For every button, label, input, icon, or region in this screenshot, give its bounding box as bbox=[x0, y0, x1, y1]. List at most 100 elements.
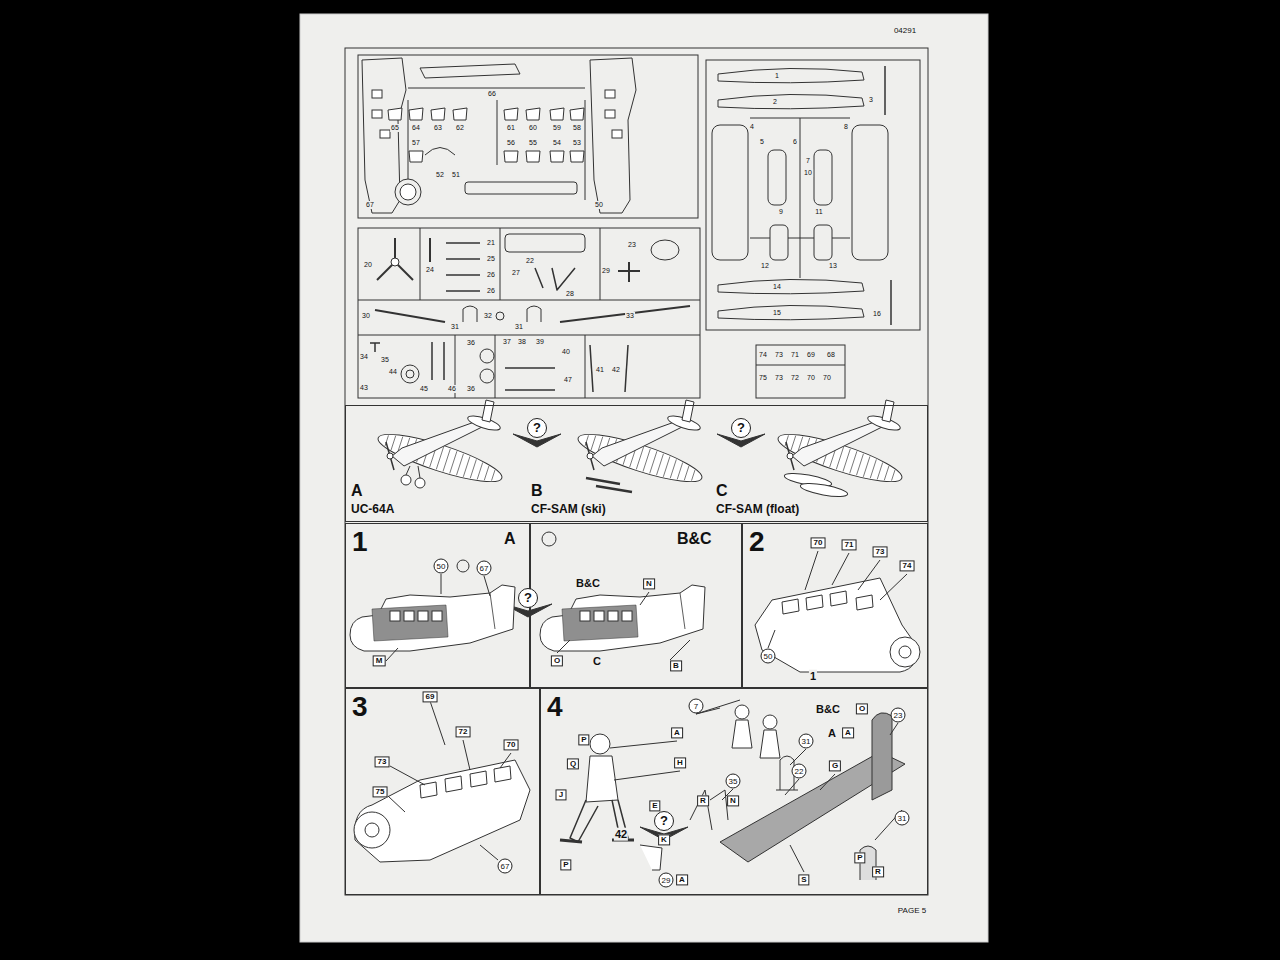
line-art bbox=[386, 442, 394, 470]
part-number: 73 bbox=[774, 374, 784, 382]
part-number: 75 bbox=[758, 374, 768, 382]
line-art bbox=[814, 225, 832, 260]
line-art bbox=[718, 94, 864, 108]
option-mark: ? bbox=[654, 811, 674, 831]
line-art bbox=[463, 740, 470, 770]
line-art bbox=[386, 648, 398, 661]
part-number: 26 bbox=[486, 271, 496, 279]
step-number: 2 bbox=[749, 526, 765, 558]
line-art bbox=[441, 574, 442, 594]
line-art bbox=[750, 238, 850, 239]
line-art bbox=[463, 306, 477, 322]
line-art bbox=[756, 345, 845, 398]
line-art bbox=[622, 611, 632, 621]
part-number: 3 bbox=[868, 96, 874, 104]
part-number: 35 bbox=[380, 356, 390, 364]
line-art bbox=[856, 454, 863, 475]
callout-text: 1 bbox=[809, 670, 817, 683]
line-art bbox=[800, 118, 801, 278]
line-art bbox=[843, 449, 850, 472]
line-art bbox=[354, 812, 390, 848]
step-panel: 4 bbox=[540, 688, 928, 895]
line-art bbox=[656, 454, 663, 475]
panel-heading: B&C bbox=[677, 530, 712, 548]
line-art bbox=[636, 447, 643, 470]
line-art bbox=[625, 345, 628, 392]
line-art bbox=[890, 723, 898, 735]
callout-text: B&C bbox=[815, 703, 841, 716]
line-art bbox=[505, 367, 555, 369]
part-number: 50 bbox=[594, 201, 604, 209]
line-art bbox=[431, 342, 433, 380]
line-art bbox=[540, 585, 705, 651]
line-art bbox=[768, 150, 786, 205]
line-art bbox=[392, 420, 488, 466]
line-art bbox=[477, 462, 483, 479]
line-art bbox=[677, 462, 683, 479]
line-art bbox=[504, 108, 518, 120]
part-number: 21 bbox=[486, 239, 496, 247]
part-number: 42 bbox=[611, 366, 621, 374]
line-art bbox=[395, 179, 421, 205]
line-art bbox=[786, 442, 794, 470]
part-number: 41 bbox=[595, 366, 605, 374]
line-art bbox=[540, 585, 705, 651]
line-art bbox=[450, 451, 457, 473]
line-art bbox=[492, 470, 495, 481]
line-art bbox=[877, 462, 883, 479]
line-art bbox=[505, 389, 555, 391]
line-art bbox=[614, 771, 680, 780]
panel-heading: B bbox=[531, 482, 543, 500]
line-art bbox=[358, 55, 698, 218]
paint-code: 70 bbox=[811, 537, 826, 548]
paint-code: K bbox=[658, 834, 670, 845]
line-art bbox=[453, 108, 467, 120]
callout-number: 29 bbox=[659, 873, 674, 888]
line-art bbox=[805, 551, 818, 590]
line-art bbox=[443, 342, 445, 380]
part-number: 47 bbox=[563, 376, 573, 384]
part-number: 66 bbox=[487, 90, 497, 98]
line-art bbox=[430, 701, 445, 745]
part-number: 65 bbox=[390, 124, 400, 132]
part-number: 71 bbox=[790, 351, 800, 359]
paint-code: E bbox=[649, 800, 660, 811]
line-art bbox=[651, 240, 679, 260]
line-art bbox=[494, 766, 511, 782]
panel-heading: C bbox=[716, 482, 728, 500]
line-art bbox=[504, 151, 518, 162]
line-art bbox=[388, 796, 405, 812]
line-art bbox=[446, 274, 480, 276]
line-art bbox=[404, 611, 414, 621]
part-number: 63 bbox=[433, 124, 443, 132]
part-number: 8 bbox=[843, 123, 849, 131]
line-art bbox=[792, 420, 888, 466]
sheet-code: PAGE 5 bbox=[897, 906, 927, 915]
callout-number: 50 bbox=[761, 649, 776, 664]
part-number: 56 bbox=[506, 139, 516, 147]
line-art bbox=[872, 713, 892, 800]
line-art bbox=[870, 459, 876, 478]
line-art bbox=[612, 130, 622, 138]
callout-number: 31 bbox=[799, 734, 814, 749]
line-art bbox=[380, 130, 390, 138]
part-number: 2 bbox=[772, 98, 778, 106]
paint-code: N bbox=[727, 795, 739, 806]
line-art bbox=[457, 560, 469, 572]
line-art bbox=[408, 88, 585, 89]
paint-code: O bbox=[856, 703, 868, 714]
part-number: 64 bbox=[411, 124, 421, 132]
part-number: 27 bbox=[511, 269, 521, 277]
line-art bbox=[590, 345, 593, 392]
line-art bbox=[718, 305, 864, 319]
paint-code: A bbox=[671, 727, 683, 738]
line-art bbox=[432, 611, 442, 621]
paint-code: 73 bbox=[873, 546, 888, 557]
paint-code: 74 bbox=[900, 560, 915, 571]
callout-number: 67 bbox=[477, 561, 492, 576]
line-art bbox=[418, 466, 420, 478]
line-art bbox=[350, 585, 515, 651]
line-art bbox=[580, 611, 590, 621]
part-number: 53 bbox=[572, 139, 582, 147]
